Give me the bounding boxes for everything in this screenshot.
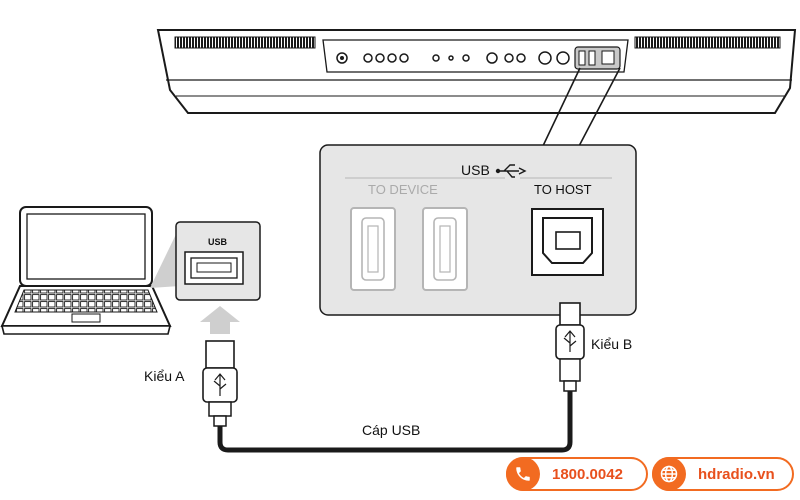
- usb-panel-header: USB: [461, 162, 490, 178]
- to-device-port-1: [350, 207, 396, 291]
- website-contact[interactable]: hdradio.vn: [652, 457, 794, 491]
- keyboard-rear: [156, 29, 797, 114]
- zoom-line-right: [577, 67, 621, 149]
- arrow-up-icon: [200, 306, 240, 334]
- speaker-grille-left: [174, 36, 316, 49]
- globe-icon: [652, 457, 686, 491]
- usb-cable: [217, 391, 573, 453]
- to-device-port-2: [422, 207, 468, 291]
- phone-contact[interactable]: 1800.0042: [506, 457, 648, 491]
- usb-panel: [319, 144, 637, 316]
- phone-number: 1800.0042: [552, 465, 623, 483]
- zoom-line-left: [541, 67, 581, 149]
- website-url: hdradio.vn: [698, 465, 775, 483]
- laptop-port-pointer: [150, 226, 180, 288]
- type-a-label: Kiểu A: [144, 368, 185, 384]
- laptop-icon: [0, 206, 172, 335]
- to-host-label: TO HOST: [534, 182, 592, 197]
- speaker-grille-right: [634, 36, 781, 49]
- cable-label: Cáp USB: [362, 422, 421, 438]
- laptop-port-label: USB: [208, 237, 228, 247]
- usb-icon: [498, 164, 527, 178]
- usb-type-b-plug: [555, 302, 585, 392]
- to-device-label: TO DEVICE: [368, 182, 438, 197]
- to-host-port: [531, 208, 604, 276]
- type-b-label: Kiểu B: [591, 336, 633, 352]
- laptop-usb-port: [175, 221, 261, 301]
- phone-icon: [506, 457, 540, 491]
- usb-type-a-plug: [202, 340, 238, 427]
